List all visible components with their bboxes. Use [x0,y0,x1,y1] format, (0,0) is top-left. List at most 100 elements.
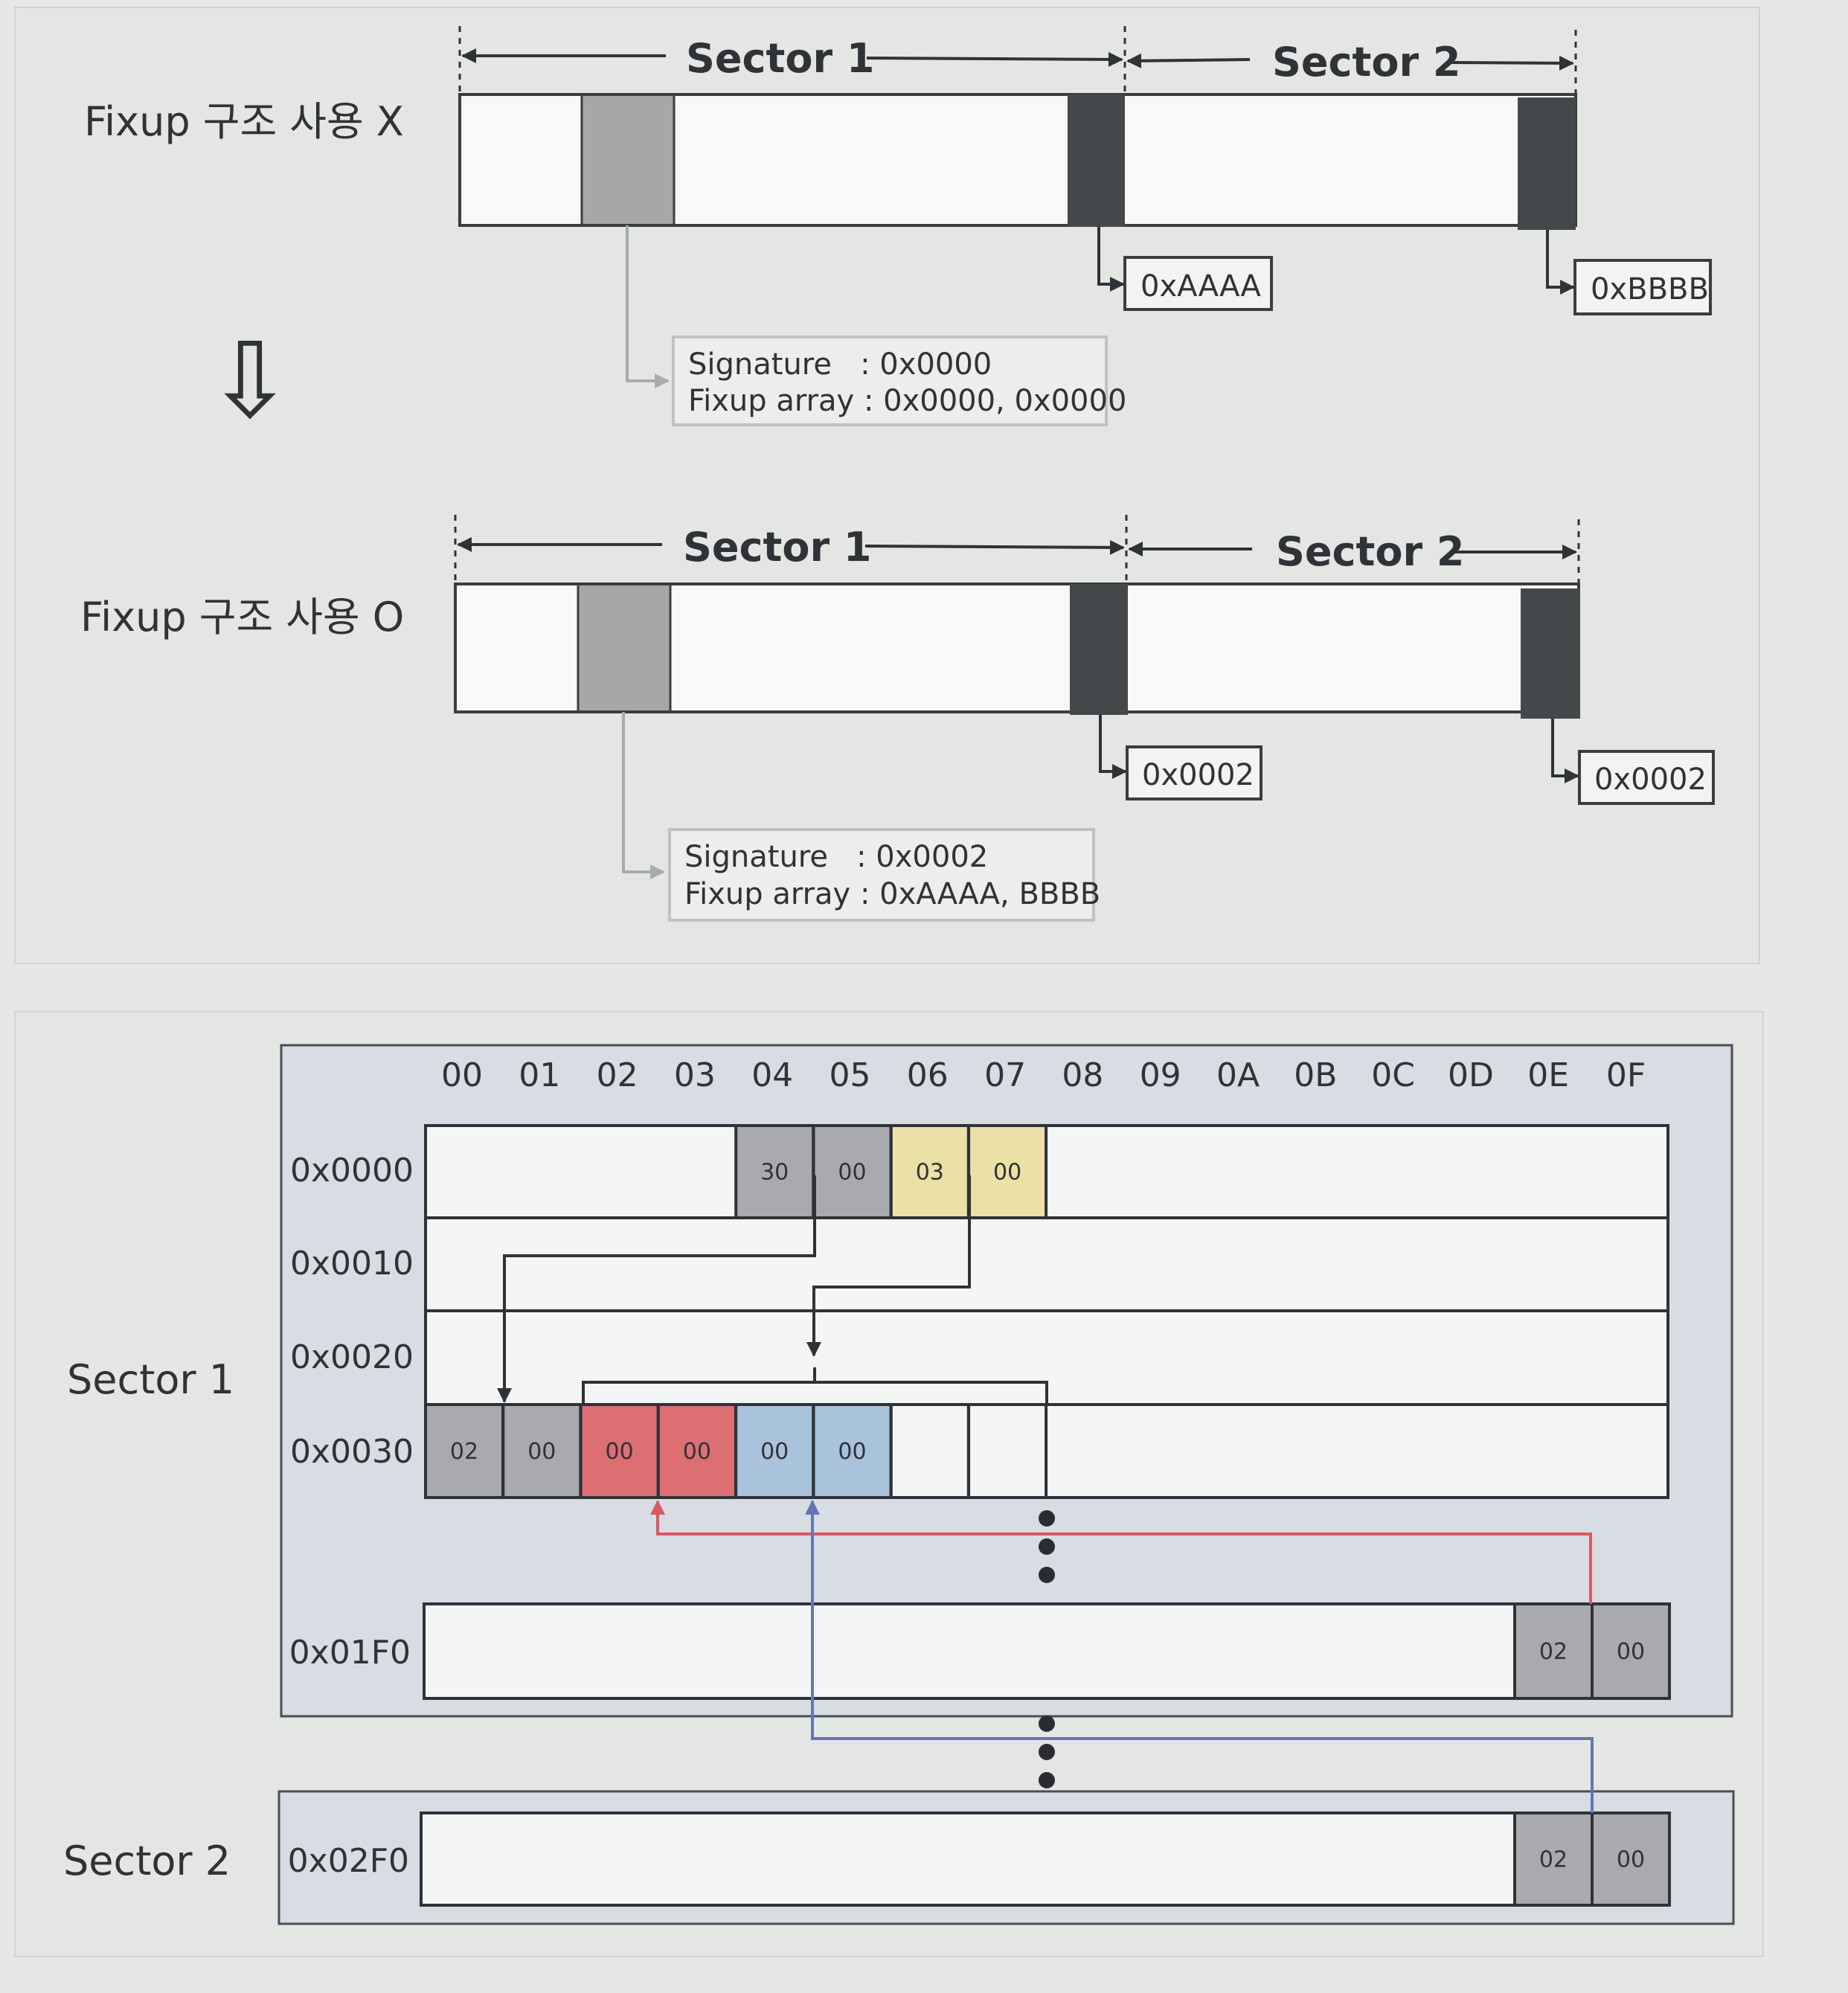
row0030-cell-2 [579,1403,660,1499]
row0030-value-1: 00 [527,1439,556,1465]
hex-dump: Sector 1 Sector 2 00 01 02 03 04 05 06 07 08 09 0A… [63,1044,1735,1925]
before-end1-box [1123,256,1273,311]
fixup-count-arrow [806,1175,971,1357]
sector1-side-label: Sector 1 [67,1356,234,1403]
row0030-cell-7 [967,1403,1048,1499]
after-header-block [578,585,670,710]
row01F0-cell-15 [1591,1602,1671,1700]
sector1-end-to-fixup-arrow [650,1500,1592,1604]
row0030-value-0: 02 [450,1439,478,1465]
row0030-cell-4 [734,1403,815,1499]
row-label-0x0030: 0x0030 [290,1433,414,1471]
fixup-array-bracket [582,1367,1048,1405]
before-sector2-label: Sector 2 [1272,39,1460,86]
row0030-value-4: 00 [760,1439,789,1465]
after-sector1-label: Sector 1 [683,524,871,571]
row02F0-value-15: 00 [1617,1847,1645,1873]
row-label-0x0010: 0x0010 [290,1245,414,1283]
signature-offset-arrow [497,1175,816,1403]
row0030-cell-6 [889,1403,970,1499]
row-label-0x01F0: 0x01F0 [289,1634,411,1672]
row0000-value-5: 00 [838,1160,866,1186]
column-header-00: 00 [441,1056,483,1094]
after-header-box [668,828,1095,922]
after-end2-box [1578,750,1715,805]
column-header-0B: 0B [1294,1056,1337,1094]
before-sector2-end-block [1518,97,1576,230]
column-header-0C: 0C [1371,1056,1415,1094]
row0030-value-5: 00 [838,1439,866,1465]
before-sector2-dim-left [1126,53,1251,68]
before-header-box [672,336,1108,426]
ellipsis-dots-lower [1039,1716,1055,1788]
column-header-0F: 0F [1606,1056,1646,1094]
row0000-cell-6 [889,1124,970,1219]
row-02F0-cells: 02 00 [1513,1811,1671,1907]
row01F0-value-15: 00 [1617,1639,1645,1665]
column-header-06: 06 [907,1056,949,1094]
grid-lines [424,1124,1669,1499]
column-header-03: 03 [674,1056,716,1094]
row0000-cell-5 [812,1124,893,1219]
row02F0-cell-14 [1513,1811,1594,1907]
row-labels: 0x0000 0x0010 0x0020 0x0030 0x01F0 0x02F0 [288,1152,414,1880]
column-headers: 00 01 02 03 04 05 06 07 08 09 0A 0B 0C 0D 0E 0F [441,1056,1646,1094]
after-end1-box [1126,745,1263,800]
column-header-02: 02 [597,1056,638,1094]
after-end2-value: 0x0002 [1594,763,1707,797]
column-header-04: 04 [751,1056,793,1094]
transition-down-arrow-icon: ⇩ [206,321,293,442]
column-header-09: 09 [1140,1056,1181,1094]
row-02F0-bar [420,1811,1671,1907]
before-sector1-dim-right [866,51,1123,67]
row-label-0x0020: 0x0020 [290,1338,414,1376]
before-sector1-end-block [1068,94,1125,227]
row-label-0x02F0: 0x02F0 [288,1842,409,1880]
row-0000-cells: 30 00 03 00 [734,1124,1048,1219]
ellipsis-dots-upper [1039,1510,1055,1583]
row0000-value-7: 00 [993,1160,1021,1186]
row0000-value-4: 30 [760,1160,789,1186]
row0030-cell-3 [656,1403,737,1499]
before-end1-value: 0xAAAA [1140,269,1262,304]
column-header-01: 01 [519,1056,560,1094]
row02F0-cell-15 [1591,1811,1671,1907]
column-header-0E: 0E [1527,1056,1569,1094]
after-end1-value: 0x0002 [1142,758,1254,792]
after-fixup-diagram: Fixup 구조 사용 O Sector 1 Sector 2 0x0002 0… [80,515,1715,922]
row-label-0x0000: 0x0000 [290,1152,414,1190]
sector2-side-label: Sector 2 [63,1838,231,1884]
row01F0-value-14: 02 [1539,1639,1568,1665]
after-sector1-dim-right [864,539,1125,555]
row0000-value-6: 03 [916,1160,944,1186]
after-sector2-end-block [1521,588,1580,719]
column-header-08: 08 [1062,1056,1103,1094]
before-sector1-label: Sector 1 [686,35,874,82]
column-header-0A: 0A [1216,1056,1260,1094]
column-header-05: 05 [830,1056,871,1094]
before-sector2-dim-right [1450,55,1574,71]
sector2-end-to-fixup-arrow [805,1500,1594,1813]
row-0030-cells: 02 00 00 00 00 00 [424,1403,1048,1499]
row0000-cell-7 [967,1124,1048,1219]
before-end2-box [1573,259,1712,315]
row0030-value-3: 00 [683,1439,711,1465]
after-signature-line: Signature : 0x0002 [684,840,988,874]
column-header-0D: 0D [1448,1056,1494,1094]
after-sector1-end-block [1070,584,1128,715]
after-fixup-array-line: Fixup array : 0xAAAA, BBBB [684,877,1100,911]
row02F0-value-14: 02 [1539,1847,1568,1873]
after-title: Fixup 구조 사용 O [80,594,404,641]
row0030-value-2: 00 [606,1439,634,1465]
before-end2-value: 0xBBBB [1591,272,1709,307]
column-header-07: 07 [984,1056,1026,1094]
before-fixup-diagram: Fixup 구조 사용 X Sector 1 Sector 2 0xAAAA 0… [84,26,1712,426]
before-title: Fixup 구조 사용 X [84,98,404,145]
row-01F0-cells: 02 00 [1513,1602,1671,1700]
row-01F0-bar [423,1602,1671,1700]
after-sector2-label: Sector 2 [1276,528,1464,575]
before-signature-line: Signature : 0x0000 [688,347,992,382]
before-fixup-array-line: Fixup array : 0x0000, 0x0000 [688,384,1126,418]
before-header-block [582,96,674,224]
